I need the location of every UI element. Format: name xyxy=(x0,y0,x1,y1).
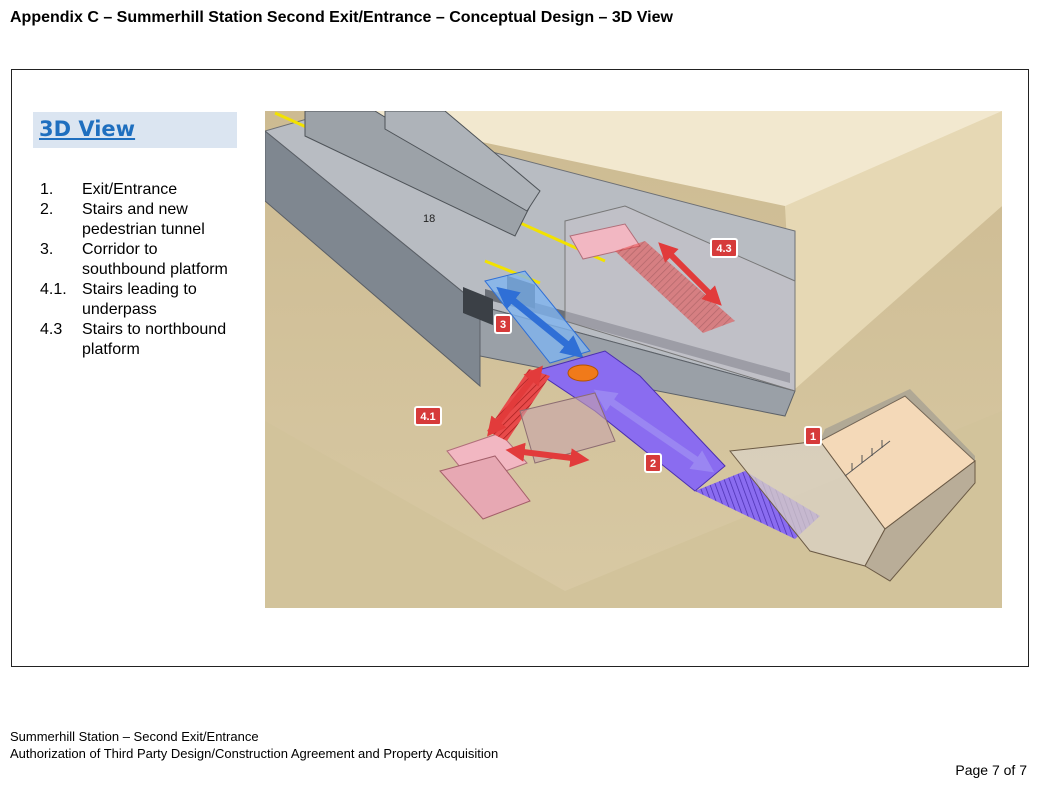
legend-item: 1. Exit/Entrance xyxy=(40,180,240,200)
underpass-stair-arrow xyxy=(505,442,590,468)
callout-4-1-label: 4.1 xyxy=(420,411,435,423)
legend-item-text: Stairs and new pedestrian tunnel xyxy=(82,201,205,238)
legend-item-number: 4.3 xyxy=(40,321,63,338)
train-number: 18 xyxy=(423,213,435,225)
callout-1-badge: 1 xyxy=(804,426,822,446)
view-heading: 3D View xyxy=(39,117,136,141)
legend-item: 4.1. Stairs leading to underpass xyxy=(40,280,240,320)
legend-list: 1. Exit/Entrance 2. Stairs and new pedes… xyxy=(40,180,240,360)
footer-line-1: Summerhill Station – Second Exit/Entranc… xyxy=(10,729,259,744)
exit-entrance-building xyxy=(729,389,976,582)
location-marker xyxy=(567,364,599,382)
legend-item-text: Exit/Entrance xyxy=(82,181,178,198)
legend-item-number: 3. xyxy=(40,241,54,258)
callout-4-3-label: 4.3 xyxy=(716,243,731,255)
northbound-stair-arrow xyxy=(658,242,722,306)
legend-item: 4.3 Stairs to northbound platform xyxy=(40,320,240,360)
underpass-lower-slab xyxy=(439,455,531,520)
document-title: Appendix C – Summerhill Station Second E… xyxy=(10,9,673,26)
callout-1-label: 1 xyxy=(810,431,816,443)
figure-frame xyxy=(11,69,1029,667)
legend-item-number: 1. xyxy=(40,181,54,198)
callout-3-label: 3 xyxy=(500,319,506,331)
legend-item-text: Stairs to northbound platform xyxy=(82,321,227,358)
lower-earth xyxy=(265,411,1002,608)
callout-3-badge: 3 xyxy=(494,314,512,334)
station-3d-render: 18 1 2 3 xyxy=(265,111,1002,608)
underpass-stair-arrow xyxy=(487,365,543,437)
station-box-floor xyxy=(265,130,481,388)
callout-2-badge: 2 xyxy=(644,453,662,473)
legend-item-text: Corridor to southbound platform xyxy=(82,241,228,278)
legend-item: 2. Stairs and new pedestrian tunnel xyxy=(40,200,240,240)
view-heading-box: 3D View xyxy=(33,112,237,148)
corridor-arrow xyxy=(496,286,584,359)
page-number: Page 7 of 7 xyxy=(955,762,1027,778)
callout-2-label: 2 xyxy=(650,458,656,470)
legend-item: 3. Corridor to southbound platform xyxy=(40,240,240,280)
legend-item-number: 4.1. xyxy=(40,281,67,298)
legend-item-number: 2. xyxy=(40,201,54,218)
footer-line-2: Authorization of Third Party Design/Cons… xyxy=(10,746,499,761)
callout-4-1-badge: 4.1 xyxy=(414,406,442,426)
callout-4-3-badge: 4.3 xyxy=(710,238,738,258)
tunnel-arrow xyxy=(593,389,715,473)
legend-item-text: Stairs leading to underpass xyxy=(82,281,197,318)
earth-side-face xyxy=(785,111,1002,389)
